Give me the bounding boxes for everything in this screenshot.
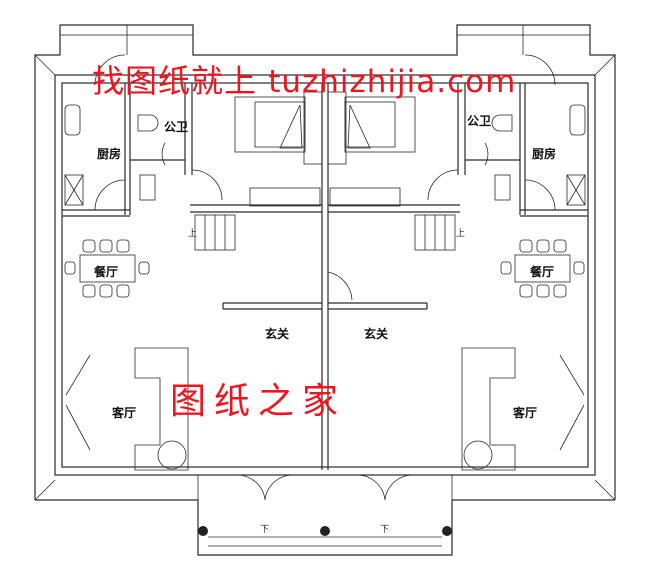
room-label-dining-left: 餐厅 (94, 265, 119, 279)
room-label-living-left: 客厅 (112, 406, 137, 420)
watermark-top-prefix: 找图纸就上 (92, 62, 258, 100)
room-label-dining-right: 餐厅 (530, 265, 555, 279)
dining-sets (64, 239, 585, 298)
watermark-top: 找图纸就上 tuzhizhijia.com (92, 56, 516, 102)
bedroom-furniture (234, 91, 416, 207)
room-label-bathroom-right: 公卫 (467, 114, 492, 128)
room-label-foyer-left: 玄关 (265, 327, 290, 341)
room-label-kitchen-right: 厨房 (532, 147, 557, 161)
right-unit-walls (328, 83, 588, 310)
step-down-label-left: 下 (260, 525, 270, 535)
watermark-center: 图纸之家 (170, 381, 347, 422)
watermark-top-url: tuzhizhijia.com (268, 64, 517, 100)
rear-landings (59, 24, 591, 55)
kitchen-fixtures (64, 104, 586, 206)
tv-units (65, 354, 585, 451)
left-unit-walls (62, 83, 322, 310)
step-down-label-right: 下 (380, 525, 390, 535)
stairs (194, 214, 456, 251)
room-label-living-right: 客厅 (513, 406, 538, 420)
room-label-bathroom-left: 公卫 (164, 120, 189, 134)
bathroom-fixtures (137, 114, 513, 201)
room-label-kitchen-left: 厨房 (97, 147, 122, 161)
stair-up-label-right: 上 (456, 229, 466, 239)
stair-up-label-left: 上 (188, 229, 198, 239)
room-label-foyer-right: 玄关 (364, 327, 389, 341)
front-porch (197, 474, 453, 556)
living-sofas (134, 347, 516, 471)
